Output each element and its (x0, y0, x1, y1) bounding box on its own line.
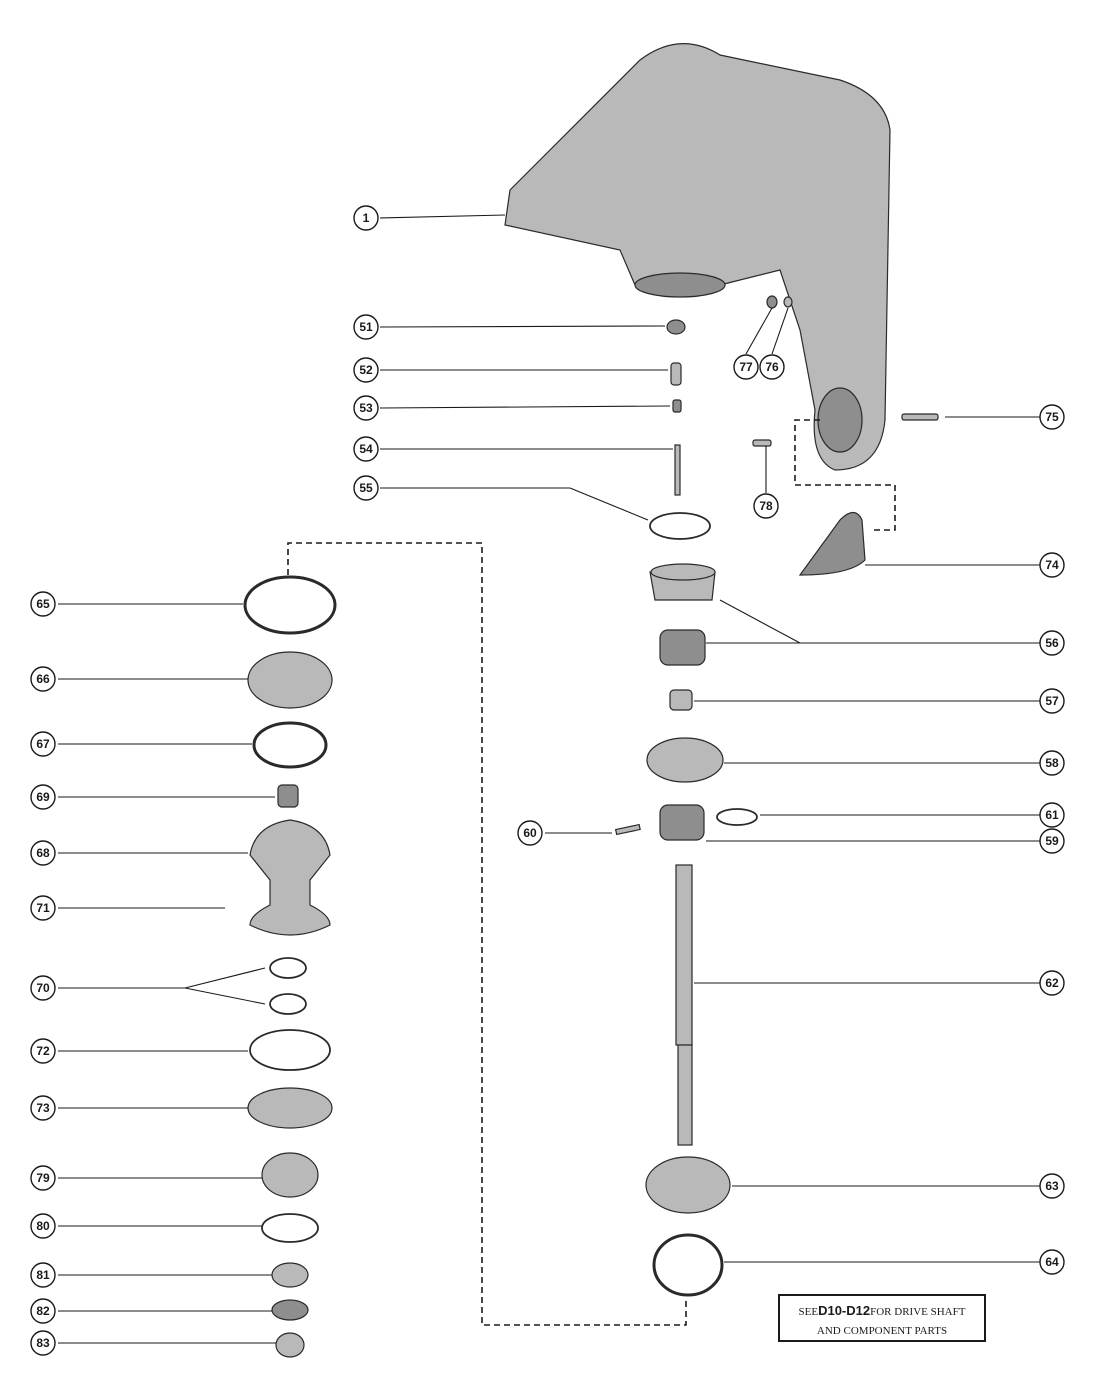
note-line-1: SEED10-D12FOR DRIVE SHAFT (780, 1303, 984, 1318)
note-line-2: AND COMPONENT PARTS (816, 1325, 948, 1337)
callout-79: 79 (30, 1165, 56, 1191)
callout-label: 68 (36, 846, 50, 860)
callout-label: 74 (1045, 558, 1059, 572)
note-prefix: SEE (798, 1306, 819, 1318)
callout-label: 75 (1045, 410, 1059, 424)
callout-label: 71 (36, 901, 50, 915)
callout-80: 80 (30, 1213, 56, 1239)
center-parts (614, 295, 939, 1297)
callout-82: 82 (30, 1298, 56, 1324)
callout-54: 54 (353, 436, 379, 462)
callout-77: 77 (733, 354, 759, 380)
callout-label: 70 (36, 981, 50, 995)
callout-58: 58 (1039, 750, 1065, 776)
callout-label: 63 (1045, 1179, 1059, 1193)
callout-label: 64 (1045, 1255, 1059, 1269)
callout-74: 74 (1039, 552, 1065, 578)
callout-label: 61 (1045, 808, 1059, 822)
dashed-connectors (287, 419, 896, 1326)
callout-69: 69 (30, 784, 56, 810)
callout-70: 70 (30, 975, 56, 1001)
note-line1-suffix: FOR DRIVE SHAFT (870, 1306, 966, 1318)
callout-label: 79 (36, 1171, 50, 1185)
callout-label: 78 (759, 499, 773, 513)
callout-66: 66 (30, 666, 56, 692)
callout-label: 55 (359, 481, 373, 495)
reference-note: SEED10-D12FOR DRIVE SHAFT AND COMPONENT … (778, 1294, 986, 1342)
left-parts (243, 575, 337, 1358)
callout-61: 61 (1039, 802, 1065, 828)
callout-1: 1 (353, 205, 379, 231)
leader-lines (58, 214, 1040, 1344)
callout-73: 73 (30, 1095, 56, 1121)
callout-57: 57 (1039, 688, 1065, 714)
callout-83: 83 (30, 1330, 56, 1356)
callout-label: 66 (36, 672, 50, 686)
callout-label: 69 (36, 790, 50, 804)
callout-label: 52 (359, 363, 373, 377)
callout-label: 60 (523, 826, 537, 840)
callout-56: 56 (1039, 630, 1065, 656)
callout-label: 53 (359, 401, 373, 415)
callout-62: 62 (1039, 970, 1065, 996)
callout-60: 60 (517, 820, 543, 846)
callout-label: 72 (36, 1044, 50, 1058)
callout-label: 62 (1045, 976, 1059, 990)
callout-label: 83 (36, 1336, 50, 1350)
callout-81: 81 (30, 1262, 56, 1288)
callout-72: 72 (30, 1038, 56, 1064)
callout-52: 52 (353, 357, 379, 383)
callout-label: 1 (363, 211, 370, 225)
callout-71: 71 (30, 895, 56, 921)
callout-label: 73 (36, 1101, 50, 1115)
callout-label: 81 (36, 1268, 50, 1282)
callout-55: 55 (353, 475, 379, 501)
callout-51: 51 (353, 314, 379, 340)
callout-label: 58 (1045, 756, 1059, 770)
callout-65: 65 (30, 591, 56, 617)
callout-label: 67 (36, 737, 50, 751)
callout-label: 54 (359, 442, 373, 456)
callout-label: 51 (359, 320, 373, 334)
callout-label: 65 (36, 597, 50, 611)
callout-53: 53 (353, 395, 379, 421)
callout-59: 59 (1039, 828, 1065, 854)
callout-label: 59 (1045, 834, 1059, 848)
callout-68: 68 (30, 840, 56, 866)
callout-label: 77 (739, 360, 753, 374)
callout-67: 67 (30, 731, 56, 757)
callout-label: 57 (1045, 694, 1059, 708)
callout-label: 82 (36, 1304, 50, 1318)
callout-63: 63 (1039, 1173, 1065, 1199)
note-reference: D10-D12 (818, 1303, 871, 1318)
callout-76: 76 (759, 354, 785, 380)
callout-label: 56 (1045, 636, 1059, 650)
callout-label: 76 (765, 360, 779, 374)
callout-75: 75 (1039, 404, 1065, 430)
callout-78: 78 (753, 493, 779, 519)
callout-64: 64 (1039, 1249, 1065, 1275)
gear-housing (504, 43, 891, 471)
callout-label: 80 (36, 1219, 50, 1233)
